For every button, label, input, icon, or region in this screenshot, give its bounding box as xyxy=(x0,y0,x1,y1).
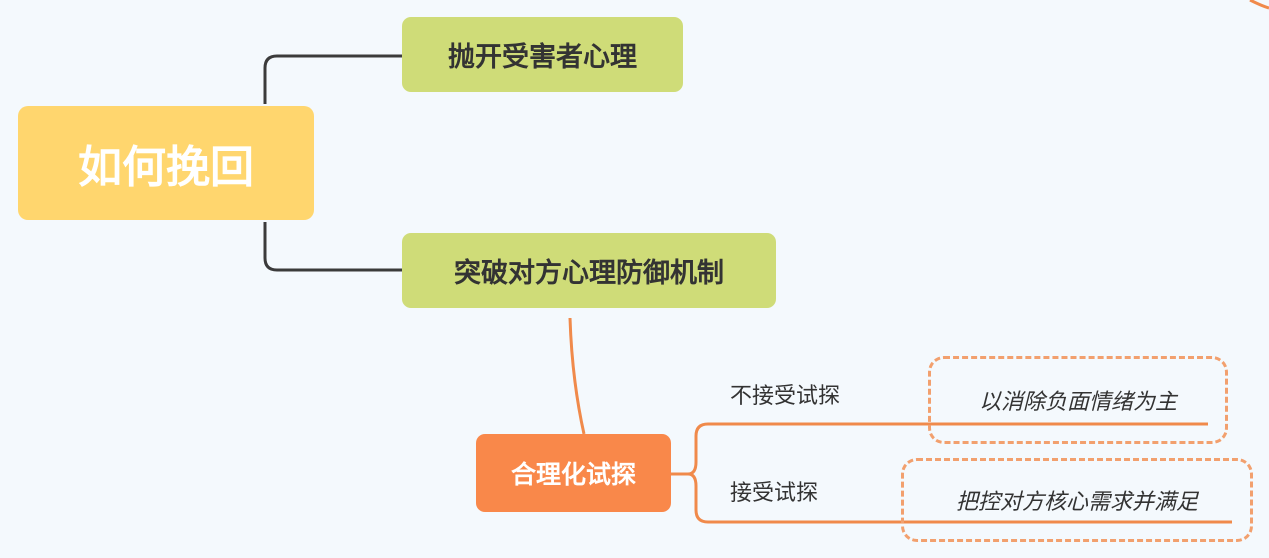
connector-root-branch-2 xyxy=(263,222,402,272)
connector-branch-2-sub xyxy=(568,317,586,435)
leaf-node-1[interactable]: 不接受试探 xyxy=(730,382,840,412)
leaf-node-2-label: 接受试探 xyxy=(730,481,819,506)
branch-node-1[interactable]: 抛开受害者心理 xyxy=(402,17,683,92)
leaf-node-2[interactable]: 接受试探 xyxy=(730,479,818,509)
note-box-2[interactable]: 把控对方核心需求并满足 xyxy=(901,458,1253,542)
leaf-node-1-label: 不接受试探 xyxy=(730,384,841,409)
sub-node-label: 合理化试探 xyxy=(510,460,636,489)
corner-accent-curve xyxy=(1249,0,1269,10)
root-node[interactable]: 如何挽回 xyxy=(18,106,314,220)
connector-sub-leaf-2 xyxy=(687,472,1232,524)
branch-node-2-label: 突破对方心理防御机制 xyxy=(454,258,724,289)
note-box-1[interactable]: 以消除负面情绪为主 xyxy=(928,356,1228,444)
sub-node[interactable]: 合理化试探 xyxy=(476,434,671,512)
connector-root-branch-1 xyxy=(263,54,402,104)
branch-node-2[interactable]: 突破对方心理防御机制 xyxy=(402,233,776,308)
note-box-1-text: 以消除负面情绪为主 xyxy=(978,390,1177,415)
branch-node-1-label: 抛开受害者心理 xyxy=(448,42,637,73)
root-node-label: 如何挽回 xyxy=(78,142,254,193)
note-box-2-text: 把控对方核心需求并满足 xyxy=(955,490,1198,515)
